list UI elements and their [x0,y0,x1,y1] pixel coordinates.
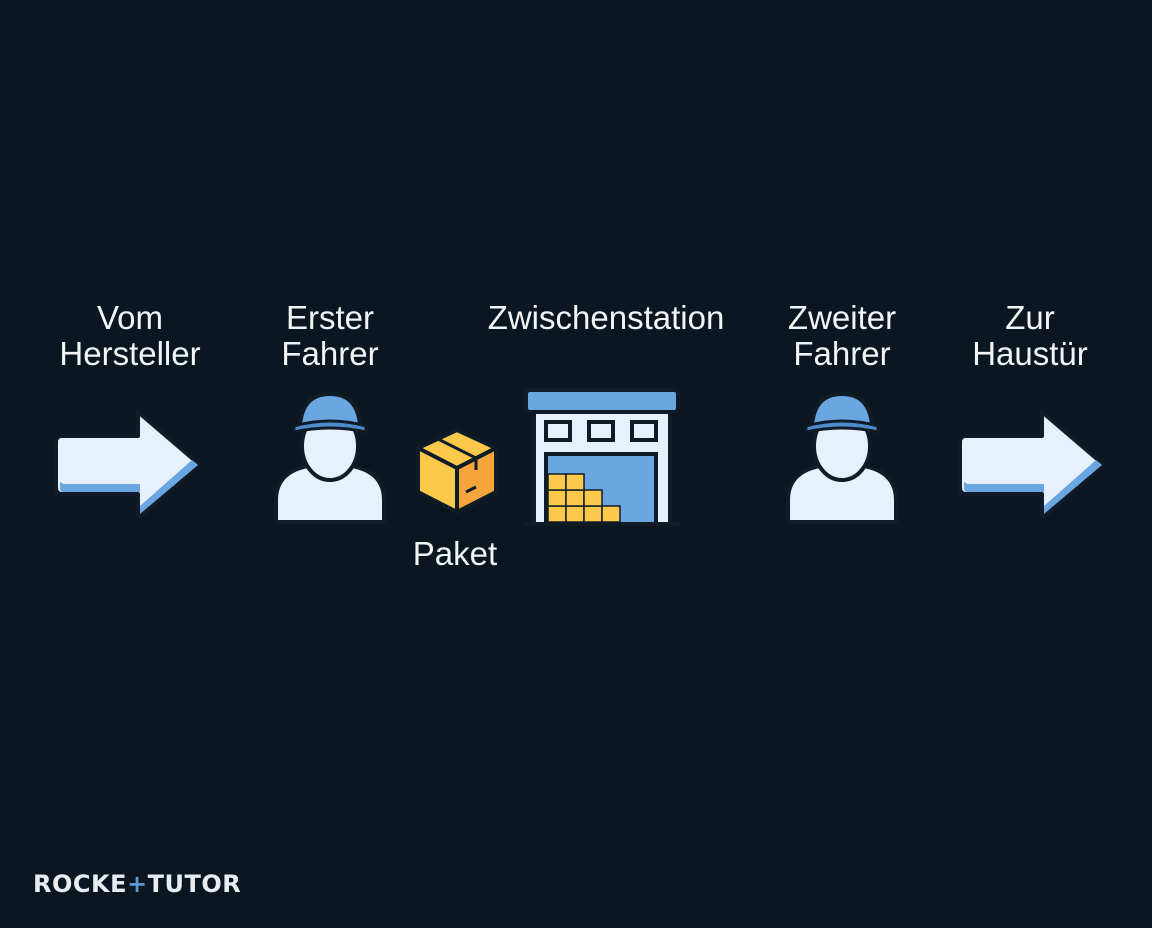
step-label-line2: Haustür [972,335,1088,372]
step-label-line2: Fahrer [793,335,891,372]
warehouse-icon [522,388,682,528]
step-label-line1: Vom [96,299,164,336]
driver-icon [270,388,390,528]
step-label-doorstep: Zur Haustür [930,300,1130,372]
step-label-line1: Zweiter [787,299,897,336]
step-label-line2: Fahrer [281,335,379,372]
driver-icon [782,388,902,528]
step-label-hub: Zwischenstation [456,300,756,336]
step-label-second-driver: Zweiter Fahrer [742,300,942,372]
step-label-line2: Hersteller [59,335,201,372]
brand-logo: ROCKE+TUTOR [33,870,241,898]
package-icon [412,424,502,518]
arrow-right-icon [52,402,208,528]
step-label-line1: Erster [285,299,374,336]
brand-plus: + [127,870,148,898]
arrow-right-icon [956,402,1112,528]
brand-text-left: ROCKE [33,870,127,898]
step-label-first-driver: Erster Fahrer [230,300,430,372]
step-label-line1: Zur [1005,299,1055,336]
brand-text-right: TUTOR [147,870,242,898]
package-label: Paket [412,535,498,572]
step-label-manufacturer: Vom Hersteller [30,300,230,372]
step-label-line1: Zwischenstation [487,299,725,336]
